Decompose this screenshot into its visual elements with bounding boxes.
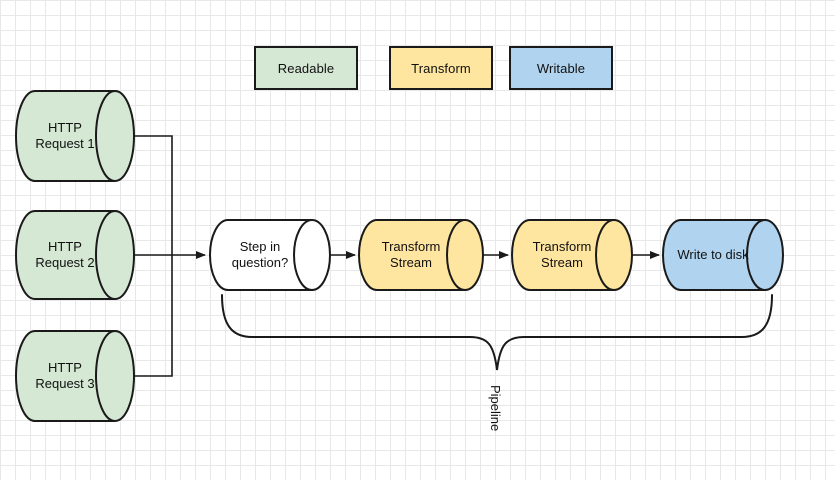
cylinder-shape-request1: [15, 90, 135, 182]
pipeline-brace-label: Pipeline: [488, 385, 503, 432]
node-http-request-1[interactable]: HTTP Request 1: [15, 90, 135, 182]
node-http-request-3[interactable]: HTTP Request 3: [15, 330, 135, 422]
cylinder-shape-request3: [15, 330, 135, 422]
legend-label-transform: Transform: [411, 60, 471, 76]
edge-request1-to-trunk: [133, 135, 173, 255]
cylinder-shape-write: [662, 219, 784, 291]
legend-item-writable[interactable]: Writable: [509, 46, 613, 90]
cylinder-shape-transform2: [511, 219, 633, 291]
cylinder-shape-request2: [15, 210, 135, 300]
cylinder-shape-transform1: [358, 219, 484, 291]
cylinder-shape-step: [209, 219, 331, 291]
legend-item-transform[interactable]: Transform: [389, 46, 493, 90]
legend-label-writable: Writable: [536, 60, 586, 76]
node-transform-stream-1[interactable]: Transform Stream: [358, 219, 484, 291]
pipeline-brace: [221, 294, 773, 371]
node-write-to-disk[interactable]: Write to disk: [662, 219, 784, 291]
node-http-request-2[interactable]: HTTP Request 2: [15, 210, 135, 300]
legend-label-readable: Readable: [277, 60, 335, 76]
node-step-in-question[interactable]: Step in question?: [209, 219, 331, 291]
node-transform-stream-2[interactable]: Transform Stream: [511, 219, 633, 291]
legend-item-readable[interactable]: Readable: [254, 46, 358, 90]
edge-request3-to-trunk: [133, 255, 173, 377]
